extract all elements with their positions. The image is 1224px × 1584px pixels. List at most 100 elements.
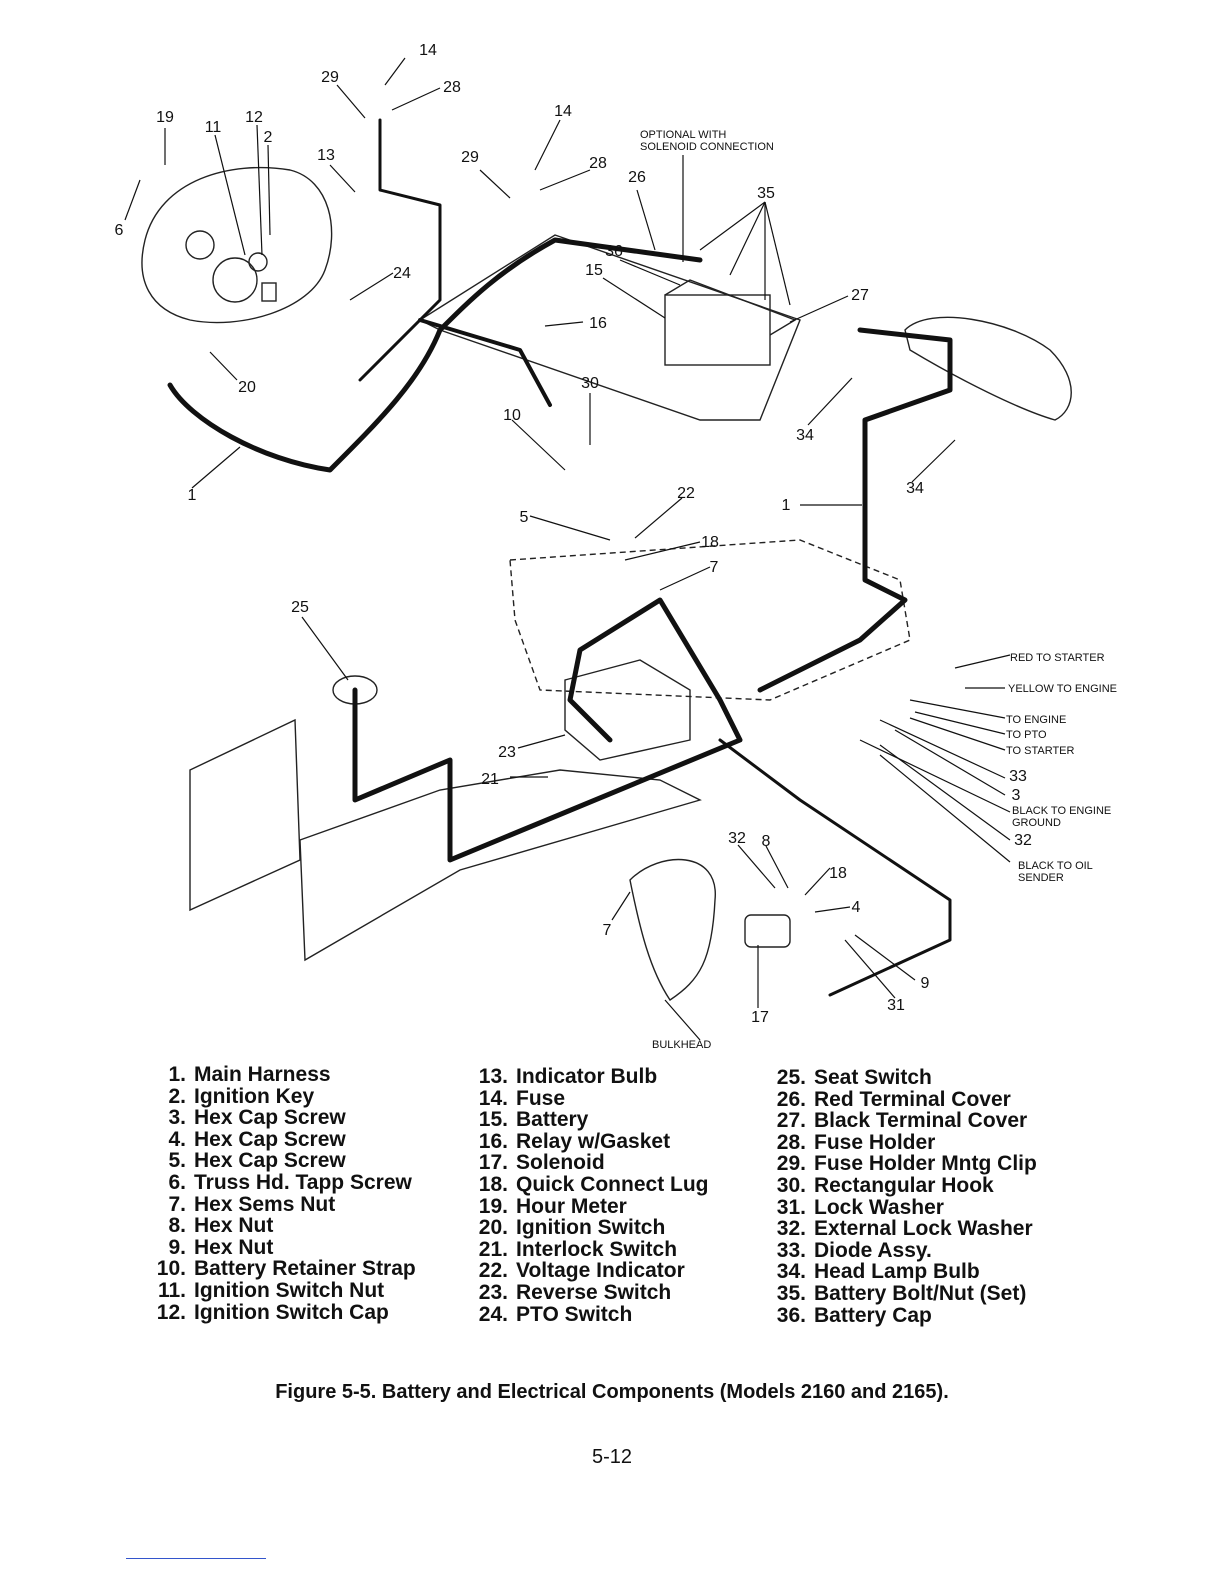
callout-27: 27 bbox=[851, 287, 869, 304]
callout-29b: 29 bbox=[461, 149, 479, 166]
connection-notes: OPTIONAL WITH SOLENOID CONNECTION RED TO… bbox=[640, 129, 1117, 1051]
component-outlines bbox=[141, 166, 1072, 1001]
callout-14: 14 bbox=[419, 42, 437, 59]
figure-caption: Figure 5-5. Battery and Electrical Compo… bbox=[275, 1381, 949, 1403]
callout-6: 6 bbox=[115, 222, 124, 239]
note-bulkhead: BULKHEAD bbox=[652, 1039, 711, 1051]
parts-list-item: 13.Indicator Bulb bbox=[478, 1065, 658, 1088]
callout-23: 23 bbox=[498, 744, 516, 761]
harness-dash-branch bbox=[358, 118, 442, 382]
callout-24: 24 bbox=[393, 265, 411, 282]
dash-console bbox=[141, 166, 333, 324]
callout-36: 36 bbox=[605, 243, 623, 260]
leader-lines bbox=[124, 57, 1011, 1041]
note-optional-with: OPTIONAL WITH bbox=[640, 129, 726, 141]
callout-9: 9 bbox=[921, 975, 930, 992]
callout-17: 17 bbox=[751, 1009, 769, 1026]
callout-18: 18 bbox=[701, 534, 719, 551]
parts-list-item: 29.Fuse Holder Mntg Clip bbox=[776, 1152, 1037, 1176]
callout-1: 1 bbox=[782, 497, 791, 514]
parts-list-item: 2.Ignition Key bbox=[168, 1084, 315, 1108]
battery-tray bbox=[418, 234, 801, 421]
callout-28: 28 bbox=[443, 79, 461, 96]
bulkhead-panel bbox=[629, 858, 716, 1001]
harness-solenoid-branch bbox=[718, 738, 952, 997]
electrical-exploded-diagram: 14 29 28 19 11 12 2 13 6 14 29 28 26 35 … bbox=[115, 42, 1117, 1051]
battery-body bbox=[664, 294, 771, 366]
main-harness-front bbox=[167, 237, 703, 473]
parts-list-item: 30.Rectangular Hook bbox=[776, 1173, 994, 1197]
parts-list-item: 24.PTO Switch bbox=[478, 1302, 633, 1326]
note-red-to-starter: RED TO STARTER bbox=[1010, 652, 1105, 664]
parts-list-item: 28.Fuse Holder bbox=[776, 1130, 936, 1154]
callout-4: 4 bbox=[852, 899, 861, 916]
note-black-to-oil: BLACK TO OIL bbox=[1018, 860, 1093, 872]
parts-list-item: 14.Fuse bbox=[478, 1086, 566, 1110]
parts-list-item: 16.Relay w/Gasket bbox=[478, 1129, 671, 1153]
parts-list-item: 5.Hex Cap Screw bbox=[168, 1149, 346, 1173]
callout-33: 33 bbox=[1009, 768, 1027, 785]
callout-29: 29 bbox=[321, 69, 339, 86]
callout-34: 34 bbox=[796, 427, 814, 444]
parts-list-item: 27.Black Terminal Cover bbox=[776, 1109, 1028, 1133]
parts-list-item: 3.Hex Cap Screw bbox=[168, 1106, 346, 1130]
callout-2: 2 bbox=[264, 129, 273, 146]
parts-list-column-1: 1.Main Harness 2.Ignition Key 3.Hex Cap … bbox=[148, 1064, 416, 1323]
callout-16: 16 bbox=[589, 315, 607, 332]
note-yellow-to-engine: YELLOW TO ENGINE bbox=[1008, 683, 1117, 695]
parts-list-item: 9.Hex Nut bbox=[168, 1235, 274, 1259]
callout-26: 26 bbox=[628, 169, 646, 186]
callout-7b: 7 bbox=[603, 922, 612, 939]
callout-20: 20 bbox=[238, 379, 256, 396]
callout-15: 15 bbox=[585, 262, 603, 279]
callout-22: 22 bbox=[677, 485, 695, 502]
callout-32b: 32 bbox=[1014, 832, 1032, 849]
callout-31: 31 bbox=[887, 997, 905, 1014]
callout-28b: 28 bbox=[589, 155, 607, 172]
callout-18b: 18 bbox=[829, 865, 847, 882]
parts-list-item: 26.Red Terminal Cover bbox=[776, 1087, 1011, 1111]
page-number: 5-12 bbox=[591, 1446, 633, 1468]
parts-list-item: 36.Battery Cap bbox=[776, 1303, 932, 1327]
parts-list-column-2: 13.Indicator Bulb 14.Fuse 15.Battery 16.… bbox=[470, 1066, 709, 1325]
note-solenoid-connection: SOLENOID CONNECTION bbox=[640, 141, 774, 153]
callout-11: 11 bbox=[205, 119, 222, 136]
parts-list-item: 17.Solenoid bbox=[478, 1151, 605, 1175]
parts-list-item: 31.Lock Washer bbox=[776, 1195, 944, 1219]
parts-list-item: 32.External Lock Washer bbox=[776, 1217, 1033, 1241]
callout-14b: 14 bbox=[554, 103, 572, 120]
parts-list-item: 21.Interlock Switch bbox=[478, 1237, 678, 1261]
note-ground: GROUND bbox=[1012, 817, 1061, 829]
callout-labels: 14 29 28 19 11 12 2 13 6 14 29 28 26 35 … bbox=[115, 42, 1032, 1026]
parts-list-item: 18.Quick Connect Lug bbox=[478, 1172, 709, 1196]
parts-list-item: 33.Diode Assy. bbox=[776, 1238, 932, 1262]
callout-35: 35 bbox=[757, 185, 775, 202]
callout-25: 25 bbox=[291, 599, 309, 616]
parts-list-item: 6.Truss Hd. Tapp Screw bbox=[168, 1170, 412, 1194]
callout-12: 12 bbox=[245, 109, 263, 126]
callout-13: 13 bbox=[317, 147, 335, 164]
callout-30: 30 bbox=[581, 375, 599, 392]
note-black-to-engine: BLACK TO ENGINE bbox=[1012, 805, 1111, 817]
parts-list-item: 7.Hex Sems Nut bbox=[168, 1192, 336, 1216]
solenoid-body bbox=[744, 914, 791, 948]
callout-10: 10 bbox=[503, 407, 521, 424]
parts-list-item: 12.Ignition Switch Cap bbox=[156, 1300, 389, 1324]
callout-5: 5 bbox=[520, 509, 529, 526]
callout-3: 3 bbox=[1012, 787, 1021, 804]
parts-list-item: 20.Ignition Switch bbox=[478, 1216, 666, 1240]
parts-list-column-3: 25.Seat Switch 26.Red Terminal Cover 27.… bbox=[768, 1067, 1037, 1326]
callout-21: 21 bbox=[481, 771, 499, 788]
parts-list-item: 11.Ignition Switch Nut bbox=[157, 1278, 385, 1302]
parts-list-item: 34.Head Lamp Bulb bbox=[776, 1260, 980, 1284]
parts-list-item: 4.Hex Cap Screw bbox=[168, 1127, 346, 1151]
headlamp-housing bbox=[904, 316, 1072, 421]
parts-list-item: 25.Seat Switch bbox=[776, 1066, 932, 1089]
callout-1b: 1 bbox=[188, 487, 197, 504]
parts-list-item: 1.Main Harness bbox=[168, 1063, 331, 1086]
callout-8: 8 bbox=[762, 833, 771, 850]
callout-32: 32 bbox=[728, 830, 746, 847]
main-harness-rear bbox=[352, 597, 743, 863]
callout-19: 19 bbox=[156, 109, 174, 126]
harness-engine-branch bbox=[757, 327, 953, 693]
